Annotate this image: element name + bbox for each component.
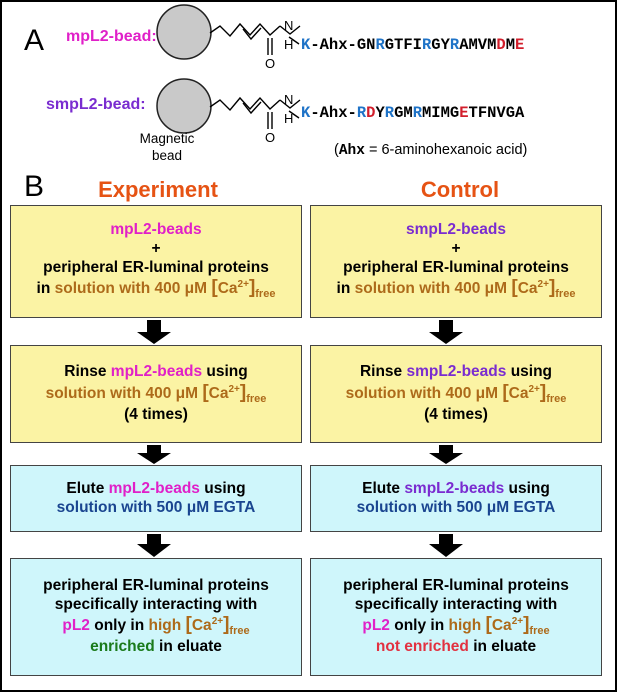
panel-a-letter: A — [24, 24, 45, 57]
mpl2-segment: M — [505, 36, 516, 54]
mpl2-segment: R — [449, 36, 460, 54]
mpl2-segment: K — [301, 36, 311, 54]
nk-bond-2 — [288, 110, 300, 119]
magnetic-bead-caption: Magnetic bead — [139, 131, 195, 163]
nitrogen-1: N — [284, 18, 294, 33]
mpl2-segment: GTFI — [384, 36, 422, 54]
experiment-step2-box: Rinse mpL2-beads using solution with 400… — [10, 345, 302, 443]
mpl2-segment: GY — [431, 36, 450, 54]
smpl2-segment: D — [366, 104, 376, 122]
mpl2-segment: D — [496, 36, 506, 54]
control-arrow-2-icon — [429, 445, 463, 464]
experiment-step1-box: mpL2-beads + peripheral ER-luminal prote… — [10, 205, 302, 318]
panel-b-letter: B — [24, 170, 45, 203]
hydrogen-2: H — [284, 111, 294, 126]
control-title: Control — [420, 177, 500, 202]
mpl2-segment: -Ahx-GN — [310, 36, 376, 54]
smpl2-segment: R — [384, 104, 395, 122]
experiment-arrow-1-icon — [137, 320, 171, 344]
experiment-result-box: peripheral ER-luminal proteins specifica… — [10, 558, 302, 676]
control-step1-box: smpL2-beads + peripheral ER-luminal prot… — [310, 205, 602, 318]
mpl2-bead-label: mpL2-bead: — [66, 28, 157, 45]
smpl2-segment: TFNVGA — [468, 104, 525, 122]
smpl2-segment: E — [459, 104, 469, 122]
smpl2-segment: Y — [375, 104, 385, 122]
smpl2-segment: R — [356, 104, 367, 122]
mpl2-segment: AMVM — [459, 36, 497, 54]
smpl2-bead-label: smpL2-bead: — [46, 96, 146, 113]
hydrogen-1: H — [284, 37, 294, 52]
experiment-arrow-2-icon — [137, 445, 171, 464]
smpl2-segment: MIMG — [422, 104, 460, 122]
smpl2-segment: -Ahx- — [310, 104, 357, 122]
control-arrow-3-icon — [429, 534, 463, 557]
linker-double-bond-2 — [242, 101, 262, 115]
mpl2-segment: R — [421, 36, 432, 54]
mpl2-segment: E — [515, 36, 525, 54]
linker-double-bond-1 — [242, 27, 262, 41]
control-step3-box: Elute smpL2-beads using solution with 50… — [310, 465, 602, 532]
mpl2-peptide-sequence: K-Ahx-GNRGTFIRGYRAMVMDME — [301, 36, 525, 54]
control-arrow-1-icon — [429, 320, 463, 344]
amide-link-1 — [279, 25, 301, 35]
bead-structure-drawing — [156, 4, 301, 134]
control-step2-box: Rinse smpL2-beads using solution with 40… — [310, 345, 602, 443]
experiment-arrow-3-icon — [137, 534, 171, 557]
smpl2-segment: GM — [394, 104, 413, 122]
mpl2-segment: R — [375, 36, 385, 54]
smpl2-peptide-sequence: K-Ahx-RDYRGMRMIMGETFNVGA — [301, 104, 525, 122]
smpl2-segment: K — [301, 104, 311, 122]
nk-bond-1 — [288, 36, 300, 45]
linker-chain-1 — [209, 22, 281, 38]
experiment-step3-box: Elute mpL2-beads using solution with 500… — [10, 465, 302, 532]
nitrogen-2: N — [284, 92, 294, 107]
oxygen-2: O — [265, 130, 276, 145]
control-result-box: peripheral ER-luminal proteins specifica… — [310, 558, 602, 676]
smpl2-segment: R — [412, 104, 422, 122]
oxygen-1: O — [265, 56, 276, 71]
linker-chain-2 — [209, 96, 281, 112]
ahx-note: (Ahx = 6-aminohexanoic acid) — [334, 142, 528, 159]
experiment-title: Experiment — [98, 177, 218, 202]
amide-link-2 — [279, 99, 301, 109]
